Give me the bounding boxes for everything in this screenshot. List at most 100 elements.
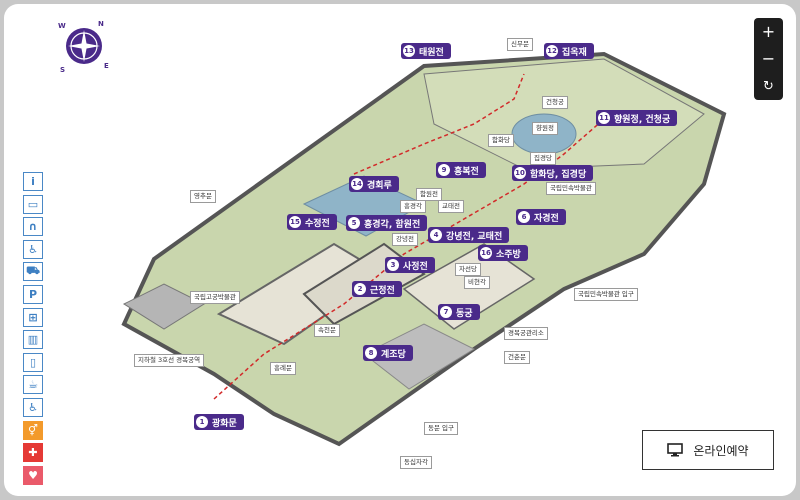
label-number: 9 (438, 164, 450, 176)
label-text: 경회루 (367, 180, 392, 191)
small-label-jaseondang[interactable]: 자선당 (455, 263, 481, 276)
cafe-icon[interactable]: ☕ (23, 375, 43, 395)
small-label-heungnyemun[interactable]: 흥례문 (270, 362, 296, 375)
label-number: 13 (403, 45, 415, 57)
small-label-gangnyeongjeon[interactable]: 강녕전 (392, 233, 418, 246)
audio-guide-icon[interactable]: ∩ (23, 217, 43, 237)
small-label-hamwonjeon[interactable]: 함원전 (416, 188, 442, 201)
label-gyeonghoeru[interactable]: 14 경회루 (349, 176, 399, 192)
restroom-icon[interactable]: ⚥ (23, 420, 43, 440)
small-label-geonchunmun[interactable]: 건춘문 (504, 351, 530, 364)
locker-icon[interactable]: ▥ (23, 330, 43, 350)
compass-rose: N E S W (56, 18, 112, 74)
palace-map[interactable] (4, 4, 796, 496)
monitor-icon (667, 443, 684, 457)
label-number: 10 (514, 167, 526, 179)
small-label-east-entrance[interactable]: 동문 입구 (424, 422, 458, 435)
small-label-bihyeongak[interactable]: 비현각 (464, 276, 490, 289)
label-number: 5 (348, 217, 360, 229)
label-text: 태원전 (419, 47, 444, 58)
label-donggung[interactable]: 7 동궁 (438, 304, 480, 320)
reset-view-button[interactable]: ↻ (763, 78, 774, 94)
label-number: 6 (518, 211, 530, 223)
compass-s: S (60, 66, 66, 74)
label-heunggyeonggak[interactable]: 5 흥경각, 함원전 (346, 215, 428, 231)
gift-shop-icon[interactable]: ⊞ (23, 307, 43, 327)
parking-lot (363, 323, 476, 390)
small-label-dongsipjagak[interactable]: 동십자각 (400, 456, 432, 469)
map-canvas[interactable]: N E S W 1 광화문 2 근정전 3 사정전 4 강녕전, 교태전 5 흥경각, 함… (4, 4, 796, 496)
ticket-icon[interactable]: ▭ (23, 194, 43, 214)
label-hamhwadang[interactable]: 10 함화당, 집경당 (512, 165, 594, 181)
label-sojubang[interactable]: 16 소주방 (478, 245, 528, 261)
parking-icon[interactable]: P (23, 284, 43, 304)
info-icon[interactable]: i (23, 172, 43, 191)
label-number: 3 (387, 259, 399, 271)
label-gangnyeongjeon[interactable]: 4 강녕전, 교태전 (428, 227, 510, 243)
label-number: 12 (546, 45, 558, 57)
label-number: 16 (480, 247, 492, 259)
label-text: 함화당, 집경당 (530, 169, 587, 180)
label-number: 7 (440, 306, 452, 318)
label-text: 강녕전, 교태전 (446, 231, 503, 242)
small-label-folk-museum-entrance[interactable]: 국립민속박물관 입구 (574, 288, 638, 301)
booking-label: 온라인예약 (693, 443, 749, 458)
label-sujeongjeon[interactable]: 15 수정전 (287, 214, 337, 230)
compass-w: W (58, 22, 66, 30)
label-number: 15 (289, 216, 301, 228)
small-label-geoncheonggung[interactable]: 건청궁 (542, 96, 568, 109)
label-text: 집옥재 (562, 47, 587, 58)
accessible-restroom-icon[interactable]: ♿ (23, 397, 43, 417)
label-heungbokjeon[interactable]: 9 흥복전 (436, 162, 486, 178)
small-label-sokcheonmun[interactable]: 속천문 (314, 324, 340, 337)
label-jagyeongjeon[interactable]: 6 자경전 (516, 209, 566, 225)
facility-legend: i▭∩♿⛟P⊞▥▯☕♿⚥✚♥ (23, 172, 45, 488)
label-number: 11 (598, 112, 610, 124)
small-label-gyotaejeon[interactable]: 교태전 (438, 200, 464, 213)
label-text: 자경전 (534, 213, 559, 224)
label-text: 향원정, 건청궁 (614, 114, 671, 125)
compass-e: E (104, 62, 109, 70)
small-label-subway-station[interactable]: 지하철 3호선 경복궁역 (134, 354, 205, 367)
small-label-national-palace-museum[interactable]: 국립고궁박물관 (190, 291, 240, 304)
label-text: 흥복전 (454, 166, 479, 177)
first-aid-icon[interactable]: ✚ (23, 443, 43, 463)
small-label-folk-museum[interactable]: 국립민속박물관 (546, 182, 596, 195)
tour-route-2 (353, 73, 525, 175)
label-taewonjeon[interactable]: 13 태원전 (401, 43, 451, 59)
label-number: 2 (354, 283, 366, 295)
label-text: 근정전 (370, 285, 395, 296)
aed-icon[interactable]: ♥ (23, 465, 43, 485)
label-gwanghwamun[interactable]: 1 광화문 (194, 414, 244, 430)
small-label-hyangwonjeong[interactable]: 향원정 (532, 122, 558, 135)
water-icon[interactable]: ▯ (23, 352, 43, 372)
stroller-icon[interactable]: ⛟ (23, 262, 43, 282)
label-number: 14 (351, 178, 363, 190)
compass-n: N (98, 20, 104, 28)
label-text: 사정전 (403, 261, 428, 272)
small-label-management-office[interactable]: 경복궁관리소 (504, 327, 548, 340)
label-geunjeongjeon[interactable]: 2 근정전 (352, 281, 402, 297)
label-number: 1 (196, 416, 208, 428)
small-label-heunggyeonggak[interactable]: 흥경각 (400, 200, 426, 213)
zoom-in-button[interactable]: + (761, 22, 776, 42)
wheelchair-icon[interactable]: ♿ (23, 239, 43, 259)
small-label-jipgyeongdang[interactable]: 집경당 (530, 152, 556, 165)
label-text: 소주방 (496, 249, 521, 260)
label-text: 동궁 (456, 308, 473, 319)
label-text: 수정전 (305, 218, 330, 229)
label-text: 계조당 (381, 349, 406, 360)
small-label-yeongchumun[interactable]: 영추문 (190, 190, 216, 203)
small-label-hamhwadang[interactable]: 함화당 (488, 134, 514, 147)
label-text: 광화문 (212, 418, 237, 429)
online-booking-button[interactable]: 온라인예약 (642, 430, 774, 470)
label-number: 4 (430, 229, 442, 241)
zoom-out-button[interactable]: − (761, 49, 776, 69)
label-sajeongjeon[interactable]: 3 사정전 (385, 257, 435, 273)
label-hyangwonjeong[interactable]: 11 향원정, 건청궁 (596, 110, 678, 126)
small-label-sinmumun[interactable]: 신무문 (507, 38, 533, 51)
label-jibokjae[interactable]: 12 집옥재 (544, 43, 594, 59)
label-text: 흥경각, 함원전 (364, 219, 421, 230)
